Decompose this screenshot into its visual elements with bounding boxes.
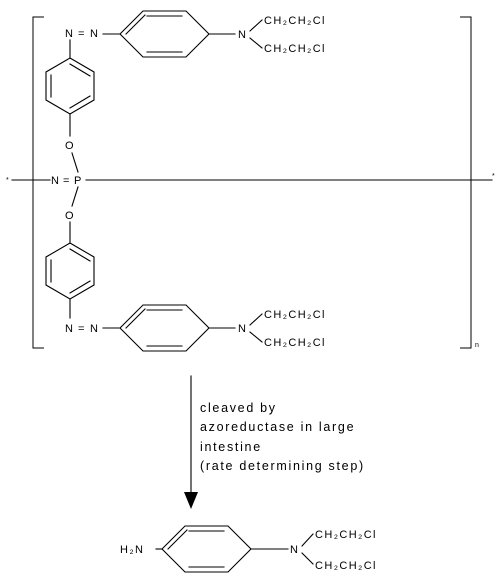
upper-chain-upper: CH₂CH₂Cl [264, 15, 326, 27]
phosphazene-backbone: * N = P * [6, 173, 495, 187]
annotation-line-2: azoreductase in large [200, 420, 355, 434]
upper-right-benzene-ring [119, 10, 210, 58]
upper-right-ring-double-3 [125, 14, 146, 35]
lower-chain-lower: CH₂CH₂Cl [264, 337, 326, 349]
lower-right-benzene-ring [119, 304, 210, 352]
product-nitrogen: N [290, 544, 299, 556]
left-bracket [32, 16, 44, 349]
right-bracket [460, 16, 472, 349]
product-benzene-ring [161, 525, 252, 573]
repeat-subscript-n: n [475, 342, 479, 349]
product-chain-lower: CH₂CH₂Cl [315, 560, 377, 572]
product-n-lower-arm [301, 552, 314, 565]
annotation-line-3: intestine [200, 440, 262, 454]
lower-vertical-benzene-ring [45, 242, 95, 300]
upper-azo-n-left: N [65, 28, 74, 40]
polymer-repeat-unit: n N = N N CH₂CH₂Cl CH₂CH₂Cl [6, 10, 495, 352]
lower-vring-double-2 [69, 248, 91, 262]
upper-amine-n: N [238, 29, 247, 41]
lower-azo-n-right: N [90, 323, 99, 335]
lower-p-to-oxygen-bond [71, 186, 79, 207]
left-end-star: * [6, 177, 9, 184]
product-n-upper-arm [301, 533, 314, 547]
lower-right-ring-double-3 [125, 308, 146, 329]
lower-azo-double-bond: = [78, 323, 86, 335]
reaction-arrow-head [184, 492, 198, 509]
upper-chain-lower: CH₂CH₂Cl [264, 43, 326, 55]
upper-oxygen-to-p-bond [71, 152, 79, 173]
lower-amine-lower-arm [249, 331, 263, 343]
upper-amine-upper-arm [249, 19, 263, 32]
lower-chain-upper: CH₂CH₂Cl [264, 309, 326, 321]
lower-azo-aryl-mustard: N = N N CH₂CH₂Cl CH₂CH₂Cl [65, 304, 326, 352]
product-amine-h2n: H₂N [120, 544, 144, 556]
right-end-star: * [492, 173, 495, 180]
upper-vring-double-3 [69, 95, 91, 109]
phosphorus-atom: P [74, 175, 83, 187]
upper-vring-double-2 [69, 63, 91, 77]
upper-azo-aryl-mustard: N = N N CH₂CH₂Cl CH₂CH₂Cl [65, 10, 326, 58]
upper-amine-lower-arm [249, 37, 263, 49]
upper-vertical-benzene-ring [45, 57, 95, 115]
phosphazene-nitrogen: N [51, 175, 60, 187]
lower-oxygen: O [65, 210, 75, 222]
upper-vertical-phenoxy: O [45, 39, 95, 173]
annotation-line-4: (rate determining step) [200, 459, 365, 473]
phosphazene-double-bond: = [63, 175, 71, 187]
product-aniline-mustard: H₂N N CH₂CH₂Cl CH₂CH₂Cl [120, 525, 377, 573]
lower-azo-n-left: N [65, 323, 74, 335]
lower-vring-double-3 [69, 280, 91, 294]
lower-amine-upper-arm [249, 313, 263, 326]
upper-azo-double-bond: = [78, 28, 86, 40]
lower-amine-n: N [238, 323, 247, 335]
reaction-arrow-group: cleaved by azoreductase in large intesti… [184, 375, 365, 509]
upper-oxygen: O [65, 140, 75, 152]
upper-azo-n-right: N [90, 28, 99, 40]
lower-vertical-phenoxy: O [45, 186, 95, 319]
annotation-line-1: cleaved by [200, 401, 277, 415]
product-chain-upper: CH₂CH₂Cl [315, 529, 377, 541]
product-ring-double-3 [167, 529, 188, 550]
